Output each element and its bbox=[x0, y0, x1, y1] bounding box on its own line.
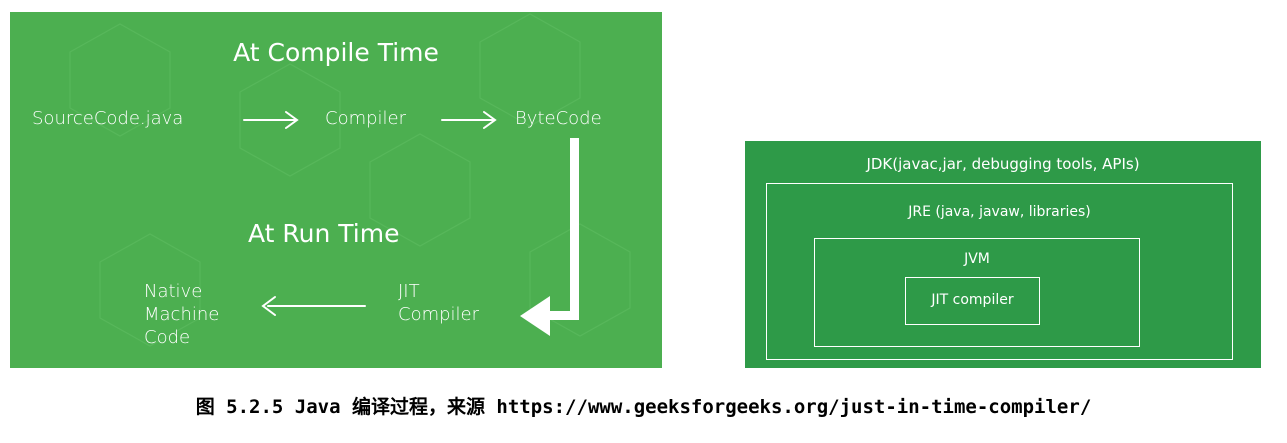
hexagon-background-pattern bbox=[69, 13, 631, 347]
compiler-label: Compiler bbox=[325, 108, 407, 129]
jvm-label: JVM bbox=[964, 251, 990, 267]
jre-label: JRE (java, javaw, libraries) bbox=[908, 204, 1091, 220]
flow-arrows bbox=[243, 111, 579, 336]
figure-caption: 图 5.2.5 Java 编译过程，来源 https://www.geeksfo… bbox=[195, 396, 1092, 418]
source-code-label: SourceCode.java bbox=[32, 108, 184, 129]
compile-time-title: At Compile Time bbox=[233, 38, 439, 67]
native-machine-code-label: Native Machine Code bbox=[144, 281, 220, 348]
jdk-jre-jvm-diagram: JDK(javac,jar, debugging tools, APIs) JR… bbox=[745, 141, 1261, 368]
arrow-bytecode-to-jit bbox=[520, 138, 579, 336]
jvm-box: JVM JIT compiler bbox=[814, 238, 1140, 347]
compile-runtime-diagram: At Compile Time SourceCode.java Compiler… bbox=[10, 12, 662, 368]
jit-compiler-box: JIT compiler bbox=[905, 277, 1040, 325]
jit-compiler-label: JIT Compiler bbox=[398, 281, 480, 325]
run-time-title: At Run Time bbox=[248, 219, 400, 248]
bytecode-label: ByteCode bbox=[515, 108, 602, 129]
arrow-source-to-compiler-head bbox=[285, 111, 299, 129]
arrow-compiler-to-bytecode-head bbox=[483, 111, 497, 129]
arrow-jit-to-native-head bbox=[261, 296, 276, 316]
jdk-label: JDK(javac,jar, debugging tools, APIs) bbox=[866, 155, 1140, 173]
jre-box: JRE (java, javaw, libraries) JVM JIT com… bbox=[766, 183, 1233, 360]
jit-compiler-box-label: JIT compiler bbox=[931, 292, 1014, 308]
